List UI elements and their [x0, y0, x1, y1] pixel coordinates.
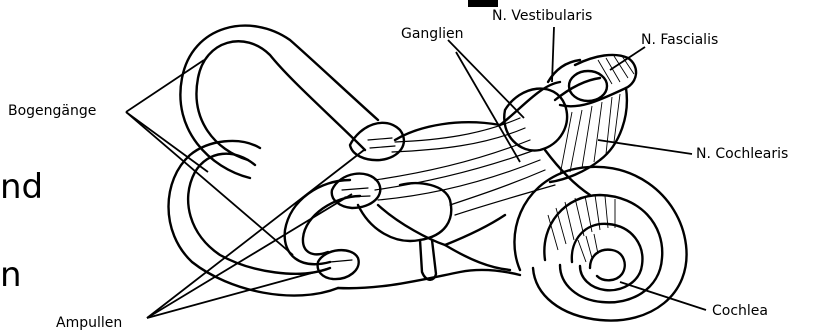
cochlea-spiral	[514, 167, 686, 321]
label-cochlea: Cochlea	[712, 304, 768, 318]
label-bogengaenge: Bogengänge	[8, 104, 96, 118]
label-n-vestibularis: N. Vestibularis	[492, 9, 592, 23]
label-ganglien: Ganglien	[401, 27, 463, 41]
label-n-fascialis: N. Fascialis	[641, 33, 718, 47]
semicircular-canals	[169, 26, 379, 296]
label-ampullen: Ampullen	[56, 316, 122, 330]
label-n-cochlearis: N. Cochlearis	[696, 147, 788, 161]
